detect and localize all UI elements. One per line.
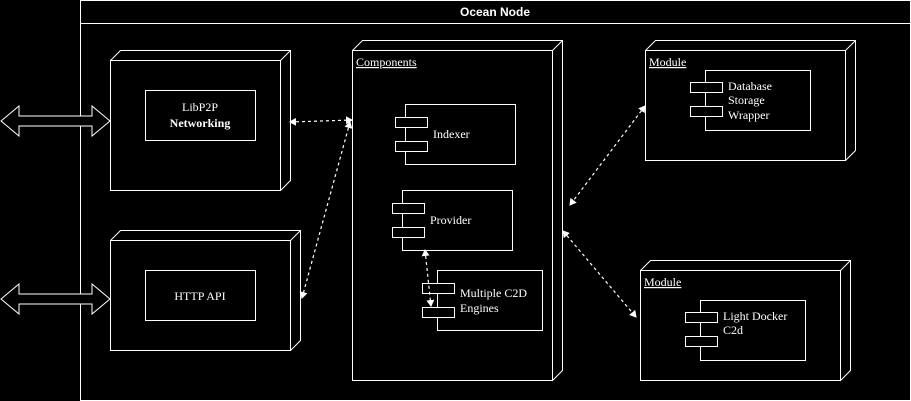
http-api-label: HTTP API [174, 289, 225, 303]
components-title: Components [356, 55, 417, 69]
connector-components-database [569, 105, 646, 206]
indexer-label: Indexer [433, 127, 470, 141]
docker-label-line1: Light Docker [723, 309, 787, 323]
networking-label-line1: LibP2P [182, 100, 218, 114]
database-label-line3: Wrapper [728, 108, 770, 122]
docker-label-line2: C2d [723, 323, 743, 337]
module-docker-title: Module [644, 275, 681, 289]
external-arrow-http [0, 282, 111, 316]
module-docker-node: Module Light Docker C2d [640, 260, 851, 381]
connector-networking-components [289, 116, 353, 126]
external-arrow-networking [0, 104, 111, 138]
connector-components-http [299, 121, 353, 299]
indexer-component: Indexer [395, 104, 516, 165]
connector-components-docker [562, 230, 637, 318]
networking-node: LibP2P Networking [110, 50, 291, 191]
c2d-label-line1: Multiple C2D [460, 286, 527, 300]
c2d-engines-component: Multiple C2D Engines [422, 270, 543, 331]
http-api-box [145, 270, 256, 321]
http-api-node: HTTP API [110, 230, 301, 351]
module-database-title: Module [649, 55, 686, 69]
ocean-node-title: Ocean Node [460, 5, 530, 19]
provider-component: Provider [392, 190, 513, 251]
provider-label: Provider [430, 213, 471, 227]
c2d-label-line2: Engines [460, 301, 499, 315]
networking-box [145, 90, 256, 141]
components-node: Components Indexer Provider Multiple C2D… [352, 40, 563, 381]
module-database-node: Module Database Storage Wrapper [645, 40, 856, 161]
networking-label-line2: Networking [170, 116, 231, 130]
database-label-line1: Database [728, 79, 772, 93]
database-label-line2: Storage [728, 93, 765, 107]
